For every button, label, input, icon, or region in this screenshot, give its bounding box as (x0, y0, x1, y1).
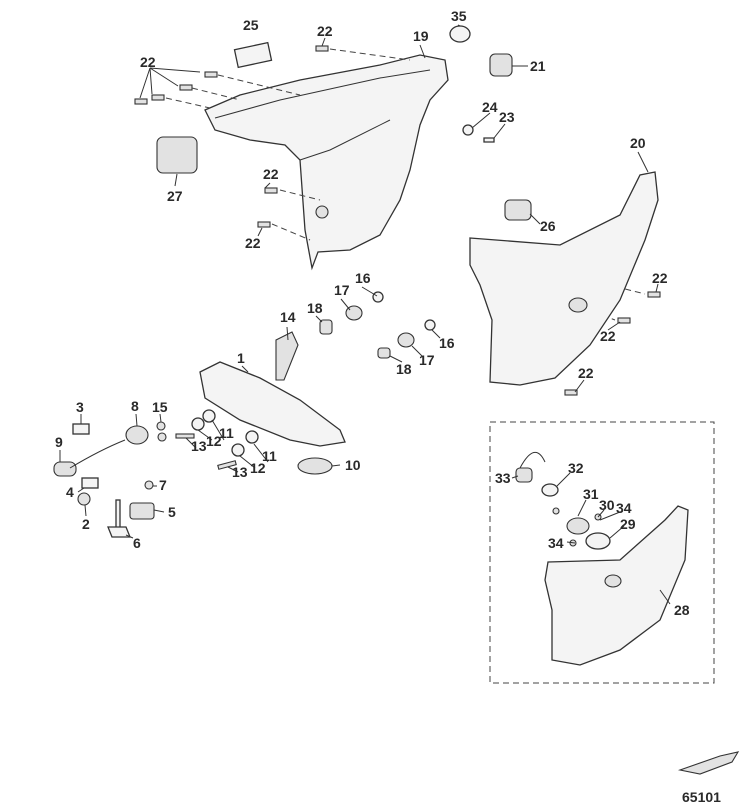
callout: 26 (540, 218, 556, 234)
callout: 15 (152, 399, 168, 415)
callout: 22 (263, 166, 279, 182)
clip-part (275, 331, 299, 381)
callout: 17 (419, 352, 435, 368)
callout-labels: 25 22 35 19 21 22 24 23 27 22 20 26 22 2… (55, 8, 690, 618)
callout: 11 (262, 448, 277, 464)
callout: 22 (600, 328, 616, 344)
callout: 28 (674, 602, 690, 618)
callout: 16 (355, 270, 371, 286)
callout: 11 (219, 425, 234, 441)
callout: 12 (250, 460, 266, 476)
kit-box (489, 421, 715, 684)
callout: 13 (232, 464, 248, 480)
callout: 22 (317, 23, 333, 39)
figure-number: 65101 (682, 789, 721, 805)
callout: 4 (66, 484, 74, 500)
callout: 22 (140, 54, 156, 70)
callout: 25 (243, 17, 259, 33)
grommet-part (504, 199, 532, 221)
latch-part (489, 53, 513, 77)
decal-part (233, 41, 273, 69)
callout: 8 (131, 398, 139, 414)
callout: 5 (168, 504, 176, 520)
callout: 14 (280, 309, 296, 325)
callout: 23 (499, 109, 515, 125)
callout: 6 (133, 535, 141, 551)
callout: 29 (620, 516, 636, 532)
callout: 12 (206, 433, 222, 449)
callout: 34 (548, 535, 564, 551)
screws (134, 45, 661, 396)
callout: 7 (159, 477, 167, 493)
callout: 24 (482, 99, 498, 115)
bracket-part (199, 361, 346, 447)
plug-part (449, 25, 471, 43)
callout: 10 (345, 457, 361, 473)
callout: 22 (652, 270, 668, 286)
callout: 31 (583, 486, 599, 502)
grommet-10-part (297, 457, 333, 475)
callout: 32 (568, 460, 584, 476)
callout: 22 (245, 235, 261, 251)
callout: 3 (76, 399, 84, 415)
callout: 27 (167, 188, 183, 204)
callout: 18 (396, 361, 412, 377)
callout: 33 (495, 470, 511, 486)
callout: 19 (413, 28, 429, 44)
pad-part (156, 136, 198, 174)
callout: 35 (451, 8, 467, 24)
callout: 2 (82, 516, 90, 532)
upper-cowl-part (204, 54, 449, 271)
callout: 22 (578, 365, 594, 381)
callout: 21 (530, 58, 546, 74)
callout: 1 (237, 350, 245, 366)
callout: 16 (439, 335, 455, 351)
callout: 18 (307, 300, 323, 316)
lower-cowl-part (469, 171, 659, 386)
callout: 20 (630, 135, 646, 151)
callout: 17 (334, 282, 350, 298)
callout: 13 (191, 438, 207, 454)
callout: 30 (599, 497, 615, 513)
outboard-locator-icon (677, 751, 740, 775)
callout: 34 (616, 500, 632, 516)
callout: 9 (55, 434, 63, 450)
